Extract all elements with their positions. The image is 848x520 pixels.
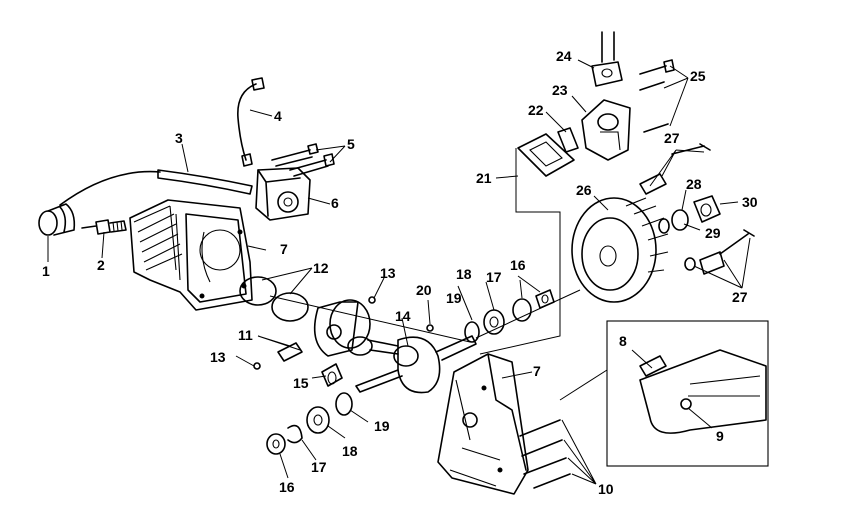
clutch-side-bearing-stack: [266, 392, 353, 455]
insulator: [557, 127, 579, 153]
callout-25: 25: [690, 68, 706, 84]
intake-manifold: [581, 99, 631, 161]
callout-10: 10: [598, 481, 614, 497]
starter-pawl-lower: [684, 229, 755, 275]
callout-12: 12: [313, 260, 329, 276]
callout-14: 14: [395, 308, 411, 324]
callout-29: 29: [705, 225, 721, 241]
starter-cup-assembly: [658, 195, 721, 234]
callout-17-lower: 17: [311, 459, 327, 475]
callout-18-upper: 18: [456, 266, 472, 282]
flywheel-side-bearing-stack: [464, 289, 555, 343]
callout-3: 3: [175, 130, 183, 146]
callout-13-upper: 13: [380, 265, 396, 281]
callout-numbers: 1 2 3 4 5 6 7 7 8 9 10 11 12 13 13 14 15…: [42, 48, 758, 497]
callout-30: 30: [742, 194, 758, 210]
leader-lines: [47, 59, 751, 485]
callout-27-lower: 27: [732, 289, 748, 305]
piston: [313, 299, 371, 357]
callout-2: 2: [97, 257, 105, 273]
piston-rings: [239, 276, 309, 322]
callout-5: 5: [347, 136, 355, 152]
callout-13-lower: 13: [210, 349, 226, 365]
callout-20: 20: [416, 282, 432, 298]
callout-19-upper: 19: [446, 290, 462, 306]
callout-8: 8: [619, 333, 627, 349]
callout-7-crankcase: 7: [533, 363, 541, 379]
callout-27-upper: 27: [664, 130, 680, 146]
callout-15: 15: [293, 375, 309, 391]
ignition-module: [255, 167, 311, 221]
needle-bearing: [321, 363, 343, 387]
crankshaft: [355, 335, 477, 394]
crankcase-screws: [519, 419, 571, 489]
callout-28: 28: [686, 176, 702, 192]
intake-gasket: [479, 133, 575, 355]
callout-6: 6: [331, 195, 339, 211]
starter-pawl-upper: [639, 143, 711, 195]
callout-7-cylinder: 7: [280, 241, 288, 257]
callout-16-lower: 16: [279, 479, 295, 495]
callout-19-lower: 19: [374, 418, 390, 434]
flange-gasket: [591, 31, 623, 87]
spark-plug-boot: [38, 203, 76, 236]
callout-21: 21: [476, 170, 492, 186]
callout-16-upper: 16: [510, 257, 526, 273]
crankshaft-axis: [269, 289, 581, 343]
callout-4: 4: [274, 108, 282, 124]
callout-26: 26: [576, 182, 592, 198]
crankcase: [437, 353, 529, 495]
callout-9: 9: [716, 428, 724, 444]
connecting-rod: [347, 336, 419, 367]
callout-22: 22: [528, 102, 544, 118]
cylinder: [129, 199, 253, 311]
callout-23: 23: [552, 82, 568, 98]
spark-plug: [81, 219, 127, 235]
ignition-lead: [59, 169, 253, 206]
stop-switch-wire: [237, 77, 265, 167]
callout-24: 24: [556, 48, 572, 64]
callout-1: 1: [42, 263, 50, 279]
callout-18-lower: 18: [342, 443, 358, 459]
manifold-screws: [639, 59, 675, 133]
callout-11: 11: [238, 327, 253, 343]
inset-detail: [559, 320, 769, 467]
flywheel: [571, 197, 669, 303]
callout-17-upper: 17: [486, 269, 502, 285]
